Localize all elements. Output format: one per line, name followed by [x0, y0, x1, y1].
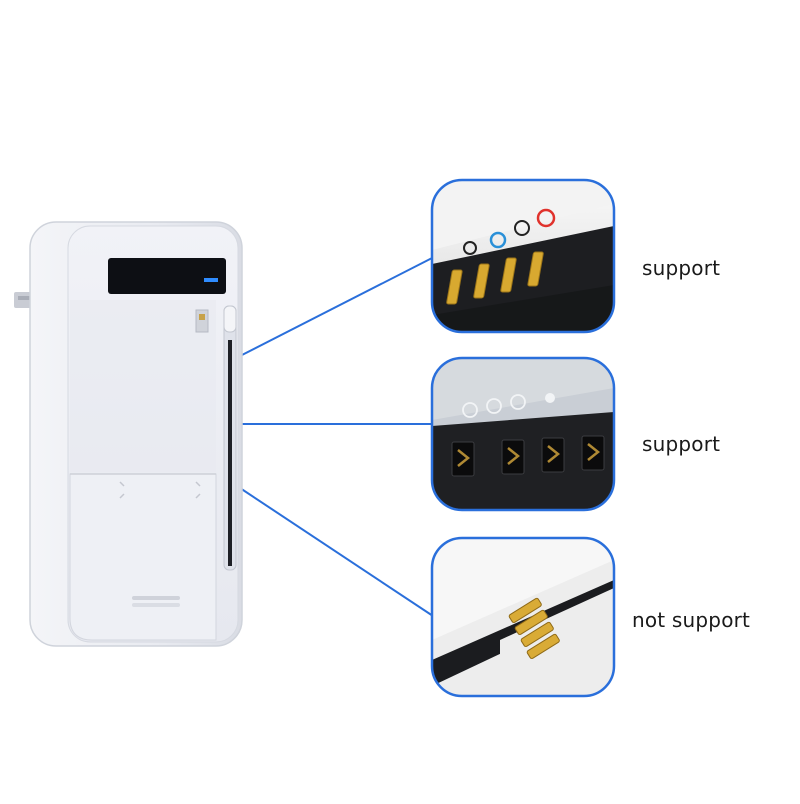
charger-device-icon — [14, 221, 243, 647]
callout-label-3: not support — [632, 608, 751, 632]
battery-closeup-3 — [430, 536, 616, 698]
battery-closeup-2 — [430, 356, 616, 512]
callout-line-1 — [239, 255, 437, 357]
callout-label-2: support — [642, 432, 721, 456]
battery-closeup-1 — [430, 178, 616, 334]
callout-lines — [239, 255, 437, 619]
callout-line-3 — [239, 487, 437, 619]
callout-label-1: support — [642, 256, 721, 280]
